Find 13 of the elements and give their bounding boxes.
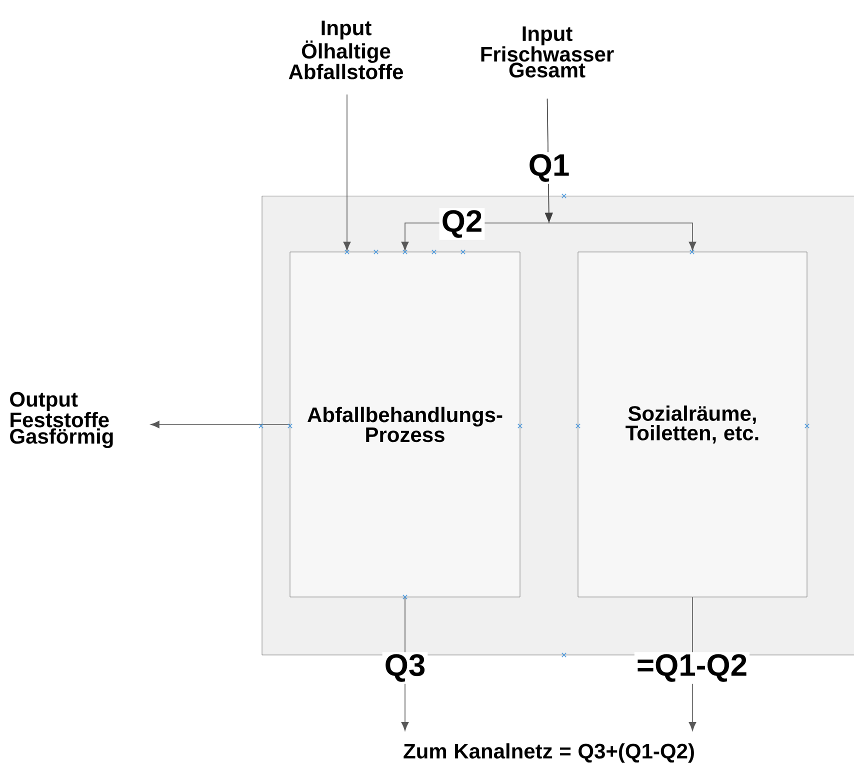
label-text: Output Feststoffe Gasförmig — [10, 392, 113, 448]
edge-label: Q2 — [439, 208, 485, 240]
process-box: Abfallbehandlungs-Prozess — [290, 252, 520, 598]
label-text: Input Ölhaltige Abfallstoffe — [288, 20, 404, 80]
label-text: Zum Kanalnetz = Q3+(Q1-Q2) — [404, 743, 694, 763]
edge-label: =Q1-Q2 — [634, 652, 750, 684]
arrow — [544, 98, 696, 251]
label-text: Input Frischwasser Gesamt — [481, 26, 614, 78]
edge-label: Q1 — [526, 152, 572, 184]
arrow — [150, 420, 290, 428]
process-box: Sozialräume, Toiletten, etc. — [578, 252, 808, 598]
arrow — [343, 94, 351, 251]
edge-label: Q3 — [382, 652, 428, 684]
